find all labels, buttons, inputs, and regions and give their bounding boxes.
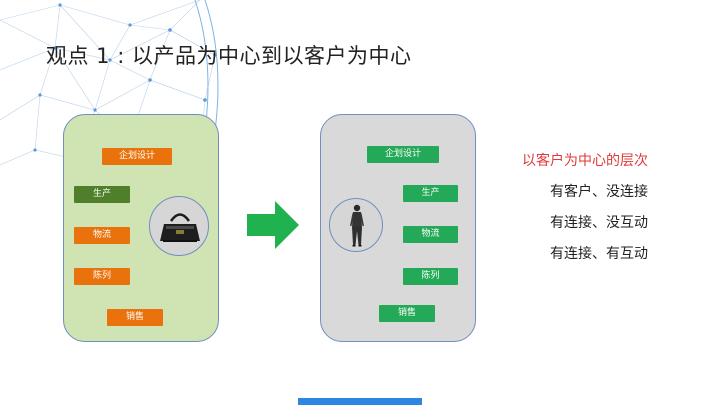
product-tag-display: 陈列 [74, 268, 130, 285]
level-item: 有客户、没连接 [550, 184, 648, 200]
right-arrow-icon [247, 201, 299, 249]
level-item: 有连接、没互动 [550, 215, 648, 231]
product-tag-planning: 企划设计 [102, 148, 172, 165]
product-tag-sales: 销售 [107, 309, 163, 326]
bottom-accent-bar [298, 398, 422, 405]
customer-tag-logistics: 物流 [403, 226, 458, 243]
customer-centered-panel: 企划设计 生产 物流 陈列 销售 [320, 114, 476, 342]
levels-heading: 以客户为中心的层次 [522, 153, 648, 169]
product-circle [149, 196, 209, 256]
customer-levels: 以客户为中心的层次 有客户、没连接 有连接、没互动 有连接、有互动 [522, 150, 648, 262]
product-tag-production: 生产 [74, 186, 130, 203]
customer-tag-display: 陈列 [403, 268, 458, 285]
customer-tag-planning: 企划设计 [367, 146, 439, 163]
slide-title: 观点 1 : 以产品为中心到以客户为中心 [46, 44, 412, 68]
customer-tag-production: 生产 [403, 185, 458, 202]
level-item: 有连接、有互动 [550, 246, 648, 262]
bag-icon [160, 213, 200, 242]
person-icon [350, 204, 364, 247]
product-tag-logistics: 物流 [74, 227, 130, 244]
customer-tag-sales: 销售 [379, 305, 435, 322]
product-centered-panel: 企划设计 生产 物流 陈列 销售 [63, 114, 219, 342]
customer-circle [329, 198, 383, 252]
